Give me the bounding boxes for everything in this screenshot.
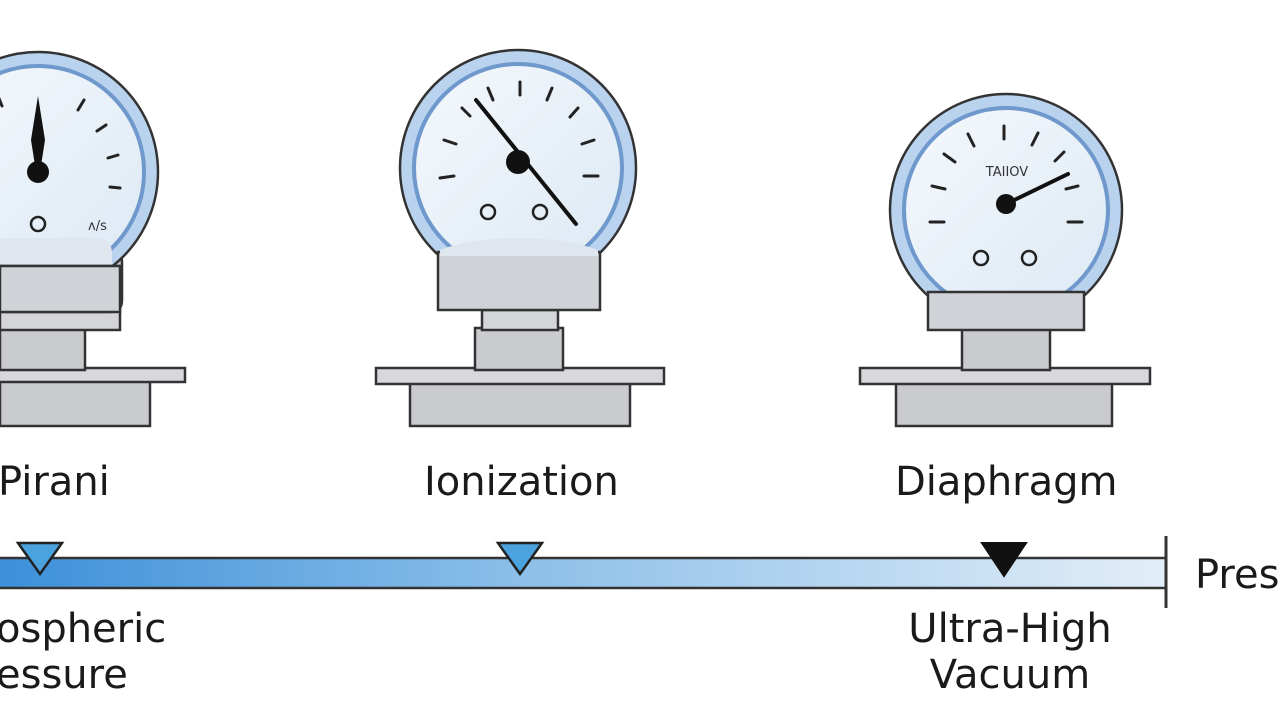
scale-right-label-line1: Ultra-High: [908, 606, 1112, 652]
scale-left-label-line1: ospheric: [0, 606, 167, 652]
scale-right-label-line2: Vacuum: [929, 652, 1091, 698]
scale-right-label: Ultra-High Vacuum: [900, 606, 1120, 698]
marker-pirani: [15, 541, 65, 577]
pressure-axis-label: Pres: [1195, 552, 1280, 598]
pirani-gauge: ʌ/s: [0, 50, 187, 428]
scale-left-label: ospheric essure: [0, 606, 166, 698]
pressure-scale: [0, 536, 1168, 608]
diaphragm-ticks: [928, 124, 1084, 224]
ionization-hub: [506, 150, 530, 174]
diaphragm-hub: [996, 194, 1016, 214]
diaphragm-dial-text: TAIIOV: [985, 165, 1028, 180]
ionization-gauge: [374, 48, 666, 428]
gauge-label-diaphragm: Diaphragm: [895, 459, 1118, 505]
marker-ionization: [495, 541, 545, 577]
svg-text:ʌ/s: ʌ/s: [88, 219, 107, 234]
pirani-needle: [31, 96, 45, 172]
pirani-hub: [27, 161, 49, 183]
diaphragm-gauge: TAIIOV: [858, 92, 1152, 428]
diaphragm-needle: [1004, 172, 1070, 206]
gauge-label-pirani: Pirani: [0, 459, 110, 505]
marker-diaphragm: [980, 542, 1028, 578]
ionization-ticks: [438, 80, 600, 180]
pressure-bar: [0, 556, 1168, 590]
pirani-ticks: [0, 96, 122, 190]
gauge-label-ionization: Ionization: [424, 459, 619, 505]
scale-left-label-line2: essure: [0, 652, 128, 698]
